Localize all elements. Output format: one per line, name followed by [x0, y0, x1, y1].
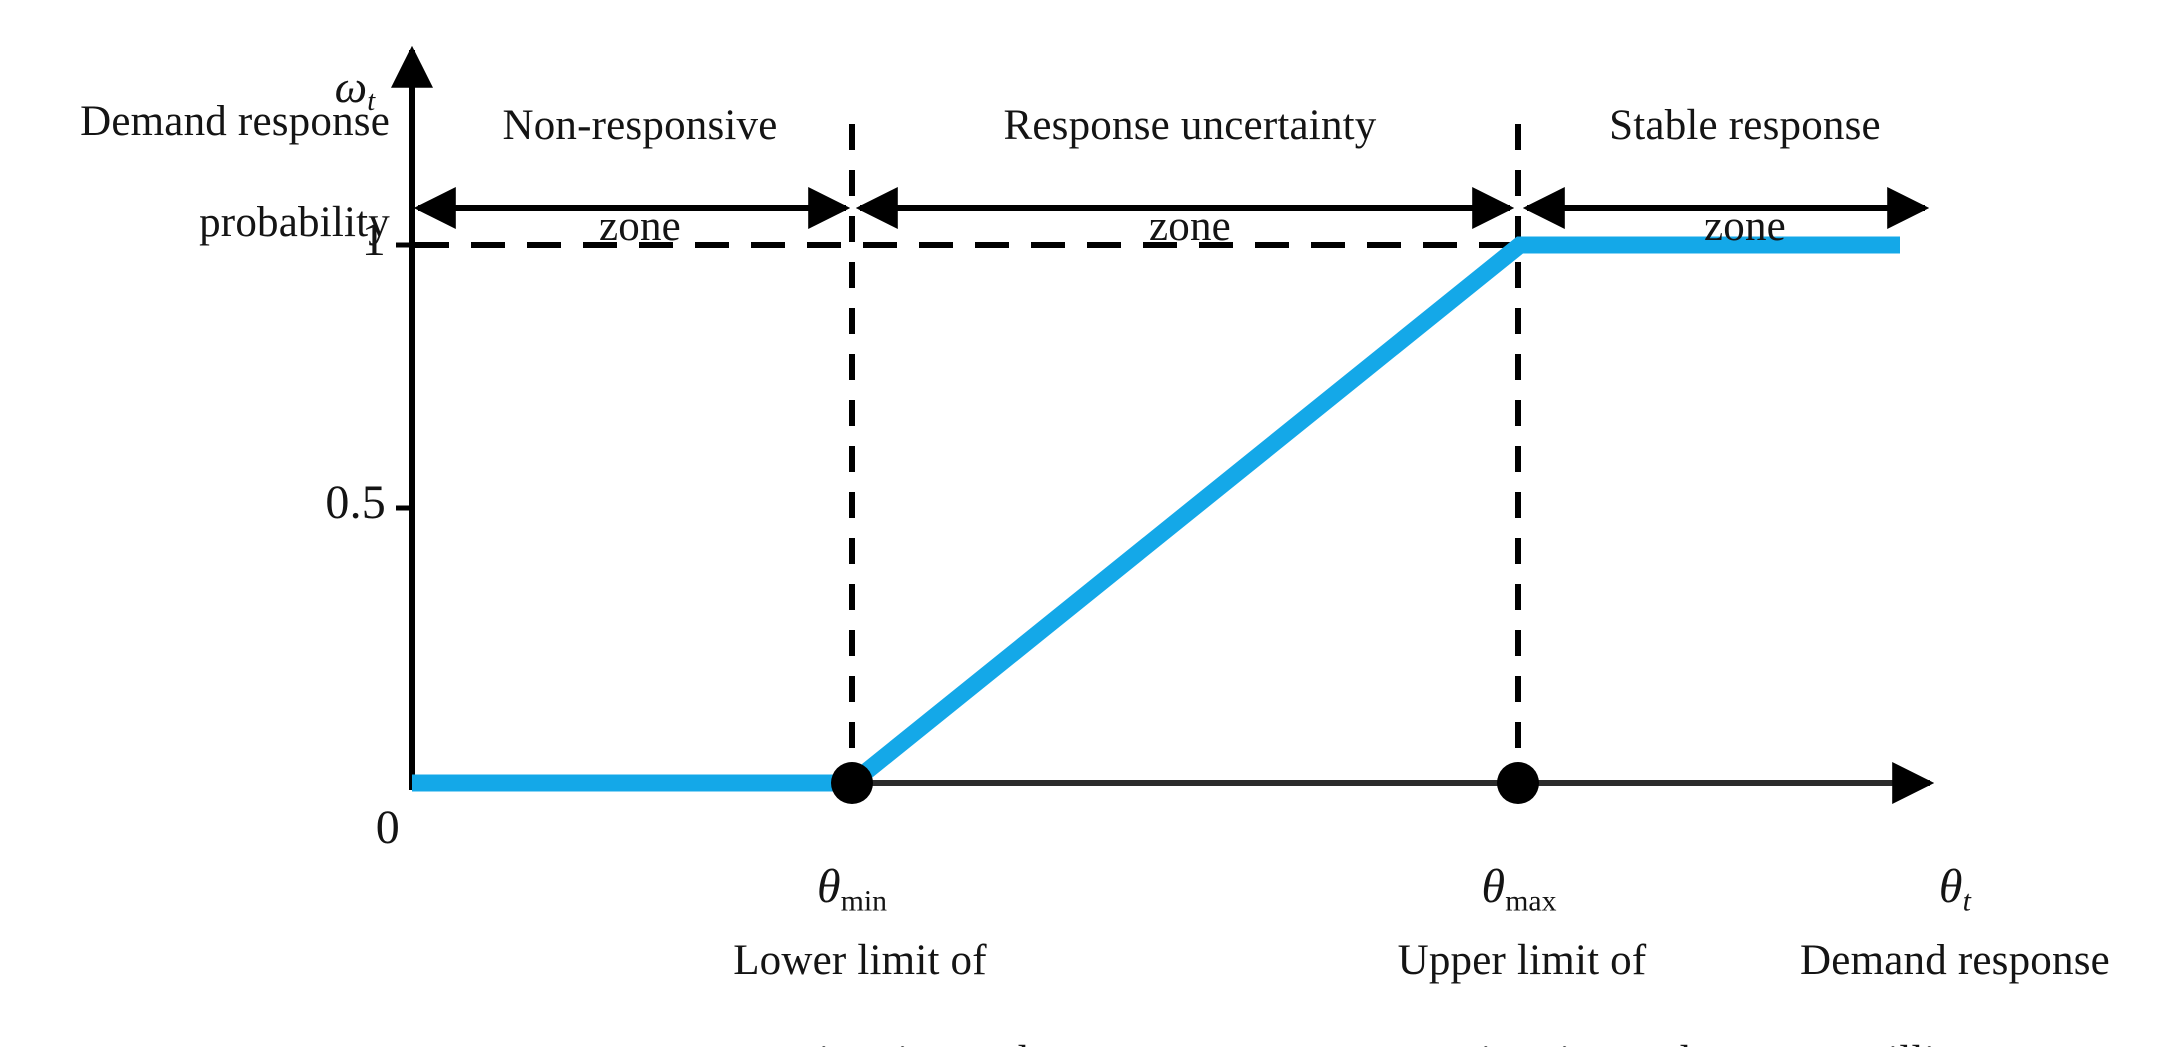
- theta-min-caption-line2: uncertainty interval: [610, 1037, 1110, 1047]
- marker-theta-max: [1497, 762, 1539, 804]
- theta-max-caption: Upper limit of uncertainty interval: [1272, 885, 1772, 1047]
- zone-label-stable-response-line2: zone: [1704, 203, 1786, 251]
- y-axis-caption-line2: probability: [199, 199, 390, 247]
- demand-response-probability-curve: [412, 236, 1900, 792]
- y-axis-caption: Demand response probability: [10, 46, 390, 300]
- x-tick-label-theta-max: θmax: [1481, 859, 1557, 917]
- theta-min-caption: Lower limit of uncertainty interval: [610, 885, 1110, 1047]
- zone-label-response-uncertainty-line1: Response uncertainty: [1003, 101, 1377, 149]
- marker-theta-min: [831, 762, 873, 804]
- x-axis-caption-line2: willingness: [1730, 1037, 2168, 1047]
- y-axis-symbol: ωt: [334, 61, 376, 118]
- x-axis-caption: Demand response willingness: [1730, 885, 2168, 1047]
- x-axis-caption-line1: Demand response: [1800, 936, 2110, 984]
- y-axis-caption-line1: Demand response: [80, 97, 390, 145]
- origin-label: 0: [375, 801, 400, 854]
- zone-label-stable-response: Stable response zone: [1545, 50, 1945, 304]
- x-axis-symbol: θt: [1938, 859, 1972, 917]
- zone-label-non-responsive: Non-responsive zone: [430, 50, 850, 304]
- zone-label-stable-response-line1: Stable response: [1609, 101, 1881, 149]
- y-tick-label-0point5: 0.5: [325, 476, 386, 529]
- y-tick-label-1: 1: [361, 213, 386, 266]
- zone-label-response-uncertainty: Response uncertainty zone: [880, 50, 1500, 304]
- theta-max-caption-line2: uncertainty interval: [1272, 1037, 1772, 1047]
- x-tick-label-theta-min: θmin: [816, 859, 888, 917]
- theta-max-caption-line1: Upper limit of: [1397, 936, 1647, 984]
- zone-label-non-responsive-line2: zone: [599, 203, 681, 251]
- theta-min-caption-line1: Lower limit of: [733, 936, 987, 984]
- zone-label-non-responsive-line1: Non-responsive: [502, 101, 778, 149]
- zone-label-response-uncertainty-line2: zone: [1149, 203, 1231, 251]
